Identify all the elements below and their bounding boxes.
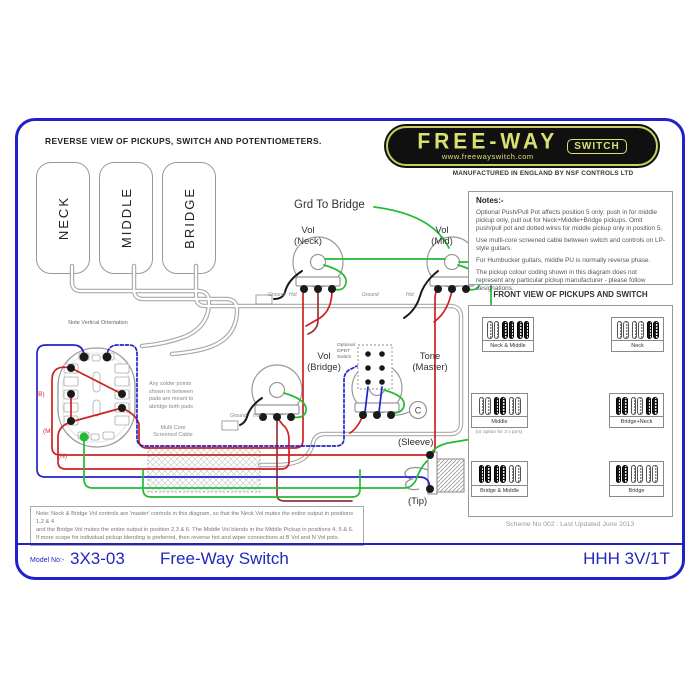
humbucker-icon: [493, 396, 506, 415]
bottom-note: Note: Neck & Bridge Vol controls are 'ma…: [30, 506, 364, 546]
model-no-value: 3X3-03: [70, 549, 125, 568]
hot-label-1: Hot: [289, 292, 297, 298]
tip-label: (Tip): [408, 496, 428, 507]
logo-url: www.freewayswitch.com: [441, 151, 534, 161]
dpdt-label: Optional DPDT Switch: [337, 343, 355, 360]
logo-switch-label: SWITCH: [567, 138, 627, 154]
fv-cell-middle-sub: (or option for 3 x pu's): [475, 430, 523, 435]
red-wires: [51, 289, 453, 470]
ground-label-2: Ground: [362, 292, 379, 298]
hot-label-3: Hot: [253, 413, 261, 419]
notes-p3: For Humbucker guitars, middle PU is norm…: [476, 257, 651, 264]
fv-cell-neck-middle: Neck & Middle: [482, 317, 534, 352]
note-vertical-orientation: Note Vertical Orientation: [68, 320, 128, 326]
humbucker-icon: [645, 396, 658, 415]
wire-label-b: (B): [36, 391, 45, 398]
config-code: HHH 3V/1T: [583, 549, 670, 568]
blue-wires: [36, 344, 431, 489]
black-wires: [239, 270, 439, 426]
humbucker-icon: [508, 396, 521, 415]
humbucker-icon: [508, 465, 521, 483]
sleeve-label: (Sleeve): [398, 437, 434, 448]
scheme-info: Scheme No 002 : Last Updated June 2013: [505, 521, 635, 528]
multicore-label: Multi Core Screened Cable: [153, 425, 193, 438]
pickup-bridge: BRIDGE: [162, 162, 216, 274]
humbucker-icon: [478, 396, 491, 415]
wire-label-n: (N): [58, 453, 68, 460]
pickup-neck: NECK: [36, 162, 90, 274]
humbucker-icon: [493, 465, 506, 483]
logo-brand-text: FREE-WAY: [417, 128, 559, 154]
fv-cell-neck: Neck: [611, 317, 664, 352]
logo-brand-block: FREE-WAY www.freewayswitch.com: [417, 128, 559, 161]
humbucker-icon: [645, 465, 658, 483]
front-view-title: FRONT VIEW OF PICKUPS AND SWITCH: [493, 290, 648, 299]
pickup-middle: MIDDLE: [99, 162, 153, 274]
humbucker-icon: [487, 320, 499, 339]
outer-frame: [15, 118, 685, 580]
shield-tag-2: [221, 420, 239, 431]
pickup-cables: [69, 263, 464, 468]
solder-points: [67, 285, 470, 493]
pot-vol-neck: [292, 236, 344, 288]
freeway-logo: FREE-WAY www.freewayswitch.com SWITCH: [386, 126, 658, 166]
shield-tag-1: [255, 294, 273, 305]
capacitor-label: C: [415, 406, 422, 416]
reverse-view-title: REVERSE VIEW OF PICKUPS, SWITCH AND POTE…: [45, 136, 322, 146]
notes-p1: Optional Push/Pull Pot affects position …: [476, 209, 663, 232]
green-solder-point: [79, 432, 89, 442]
product-name: Free-Way Switch: [160, 549, 289, 568]
fv-cell-middle: Middle: [471, 393, 528, 428]
humbucker-icon: [478, 465, 491, 483]
wire-label-m: (M): [43, 428, 53, 435]
grd-to-bridge-label: Grd To Bridge: [294, 199, 365, 211]
capacitor: C: [390, 400, 428, 420]
fv-cell-bridge-neck: Bridge+Neck: [609, 393, 664, 428]
humbucker-icon: [517, 320, 529, 339]
notes-panel: Notes:- Optional Push/Pull Pot affects p…: [468, 191, 673, 292]
fv-cell-bridge-middle: Bridge & Middle: [471, 461, 528, 497]
model-no-label: Model No:-: [30, 557, 65, 564]
maroon-wires: [276, 288, 353, 502]
ground-label-1: Ground: [268, 292, 285, 298]
humbucker-icon: [615, 465, 628, 483]
vol-bridge-label: Vol(Bridge): [307, 351, 341, 373]
tone-master-label: Tone(Master): [412, 351, 448, 373]
notes-p4: The pickup colour coding shown in this d…: [476, 269, 646, 292]
ground-label-3: Ground: [230, 413, 247, 419]
humbucker-icon: [615, 396, 628, 415]
solder-note: Any solder points shown in between pads …: [149, 381, 194, 410]
hot-label-2: Hot: [406, 292, 414, 298]
notes-title: Notes:-: [476, 196, 504, 205]
humbucker-icon: [630, 465, 643, 483]
fv-cell-bridge: Bridge: [609, 461, 664, 497]
pot-vol-bridge: [251, 364, 303, 416]
humbucker-icon: [502, 320, 514, 339]
humbucker-icon: [630, 396, 643, 415]
title-block-divider: [18, 543, 682, 545]
notes-p2: Use multi-core screened cable between sw…: [476, 237, 665, 252]
output-jack: [404, 451, 465, 495]
humbucker-icon: [646, 320, 659, 339]
dpdt-switch: [357, 344, 393, 390]
humbucker-icon: [631, 320, 644, 339]
humbucker-icon: [616, 320, 629, 339]
vol-neck-label: Vol(Neck): [294, 225, 322, 247]
vol-mid-label: Vol(Mid): [431, 225, 453, 247]
logo-tagline: MANUFACTURED IN ENGLAND BY NSF CONTROLS …: [452, 170, 634, 177]
